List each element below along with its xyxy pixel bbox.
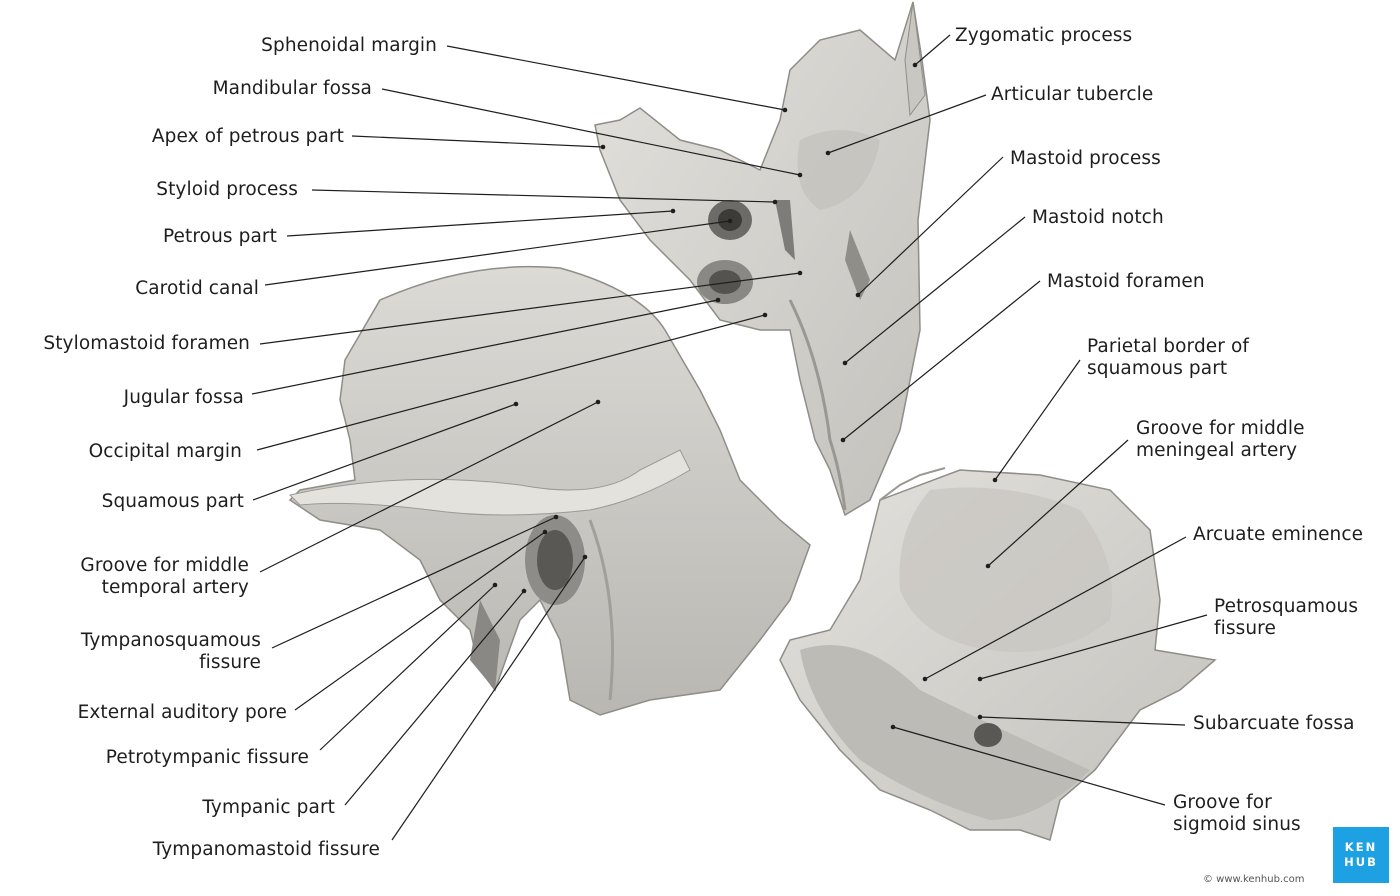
logo-line-1: KEN (1344, 840, 1378, 854)
logo-line-2: HUB (1344, 855, 1378, 869)
temporal-bone-lateral-view (288, 265, 811, 716)
label-carotid-canal: Carotid canal (135, 278, 259, 299)
label-mastoid-foramen: Mastoid foramen (1047, 271, 1205, 292)
label-tympanomastoid-fissure: Tympanomastoid fissure (152, 839, 380, 860)
label-tympanic-part: Tympanic part (202, 797, 335, 818)
label-squamous-part: Squamous part (101, 491, 244, 512)
label-jugular-fossa: Jugular fossa (123, 387, 244, 408)
copyright-credit: © www.kenhub.com (1203, 874, 1305, 885)
label-subarcuate-fossa: Subarcuate fossa (1193, 713, 1355, 734)
label-petrotympanic-fissure: Petrotympanic fissure (105, 747, 309, 768)
label-styloid-process: Styloid process (156, 179, 298, 200)
temporal-bone-inferior-view (594, 1, 931, 517)
label-articular-tubercle: Articular tubercle (991, 84, 1154, 105)
leader-lines (251, 34, 1208, 841)
leader-dots (492, 62, 998, 730)
label-mastoid-notch: Mastoid notch (1032, 207, 1164, 228)
label-zygomatic-process: Zygomatic process (955, 25, 1133, 46)
label-stylomastoid-foramen: Stylomastoid foramen (43, 333, 250, 354)
label-petrous-part: Petrous part (162, 226, 277, 247)
kenhub-logo[interactable]: KEN HUB (1333, 827, 1389, 883)
label-mandibular-fossa: Mandibular fossa (212, 78, 372, 99)
label-sphenoidal-margin: Sphenoidal margin (261, 35, 437, 56)
label-external-auditory-pore: External auditory pore (77, 702, 287, 723)
label-apex-petrous-part: Apex of petrous part (151, 126, 344, 147)
label-occipital-margin: Occipital margin (88, 441, 242, 462)
label-arcuate-eminence: Arcuate eminence (1193, 524, 1364, 545)
label-mastoid-process: Mastoid process (1010, 148, 1161, 169)
temporal-bone-medial-view (779, 467, 1217, 841)
